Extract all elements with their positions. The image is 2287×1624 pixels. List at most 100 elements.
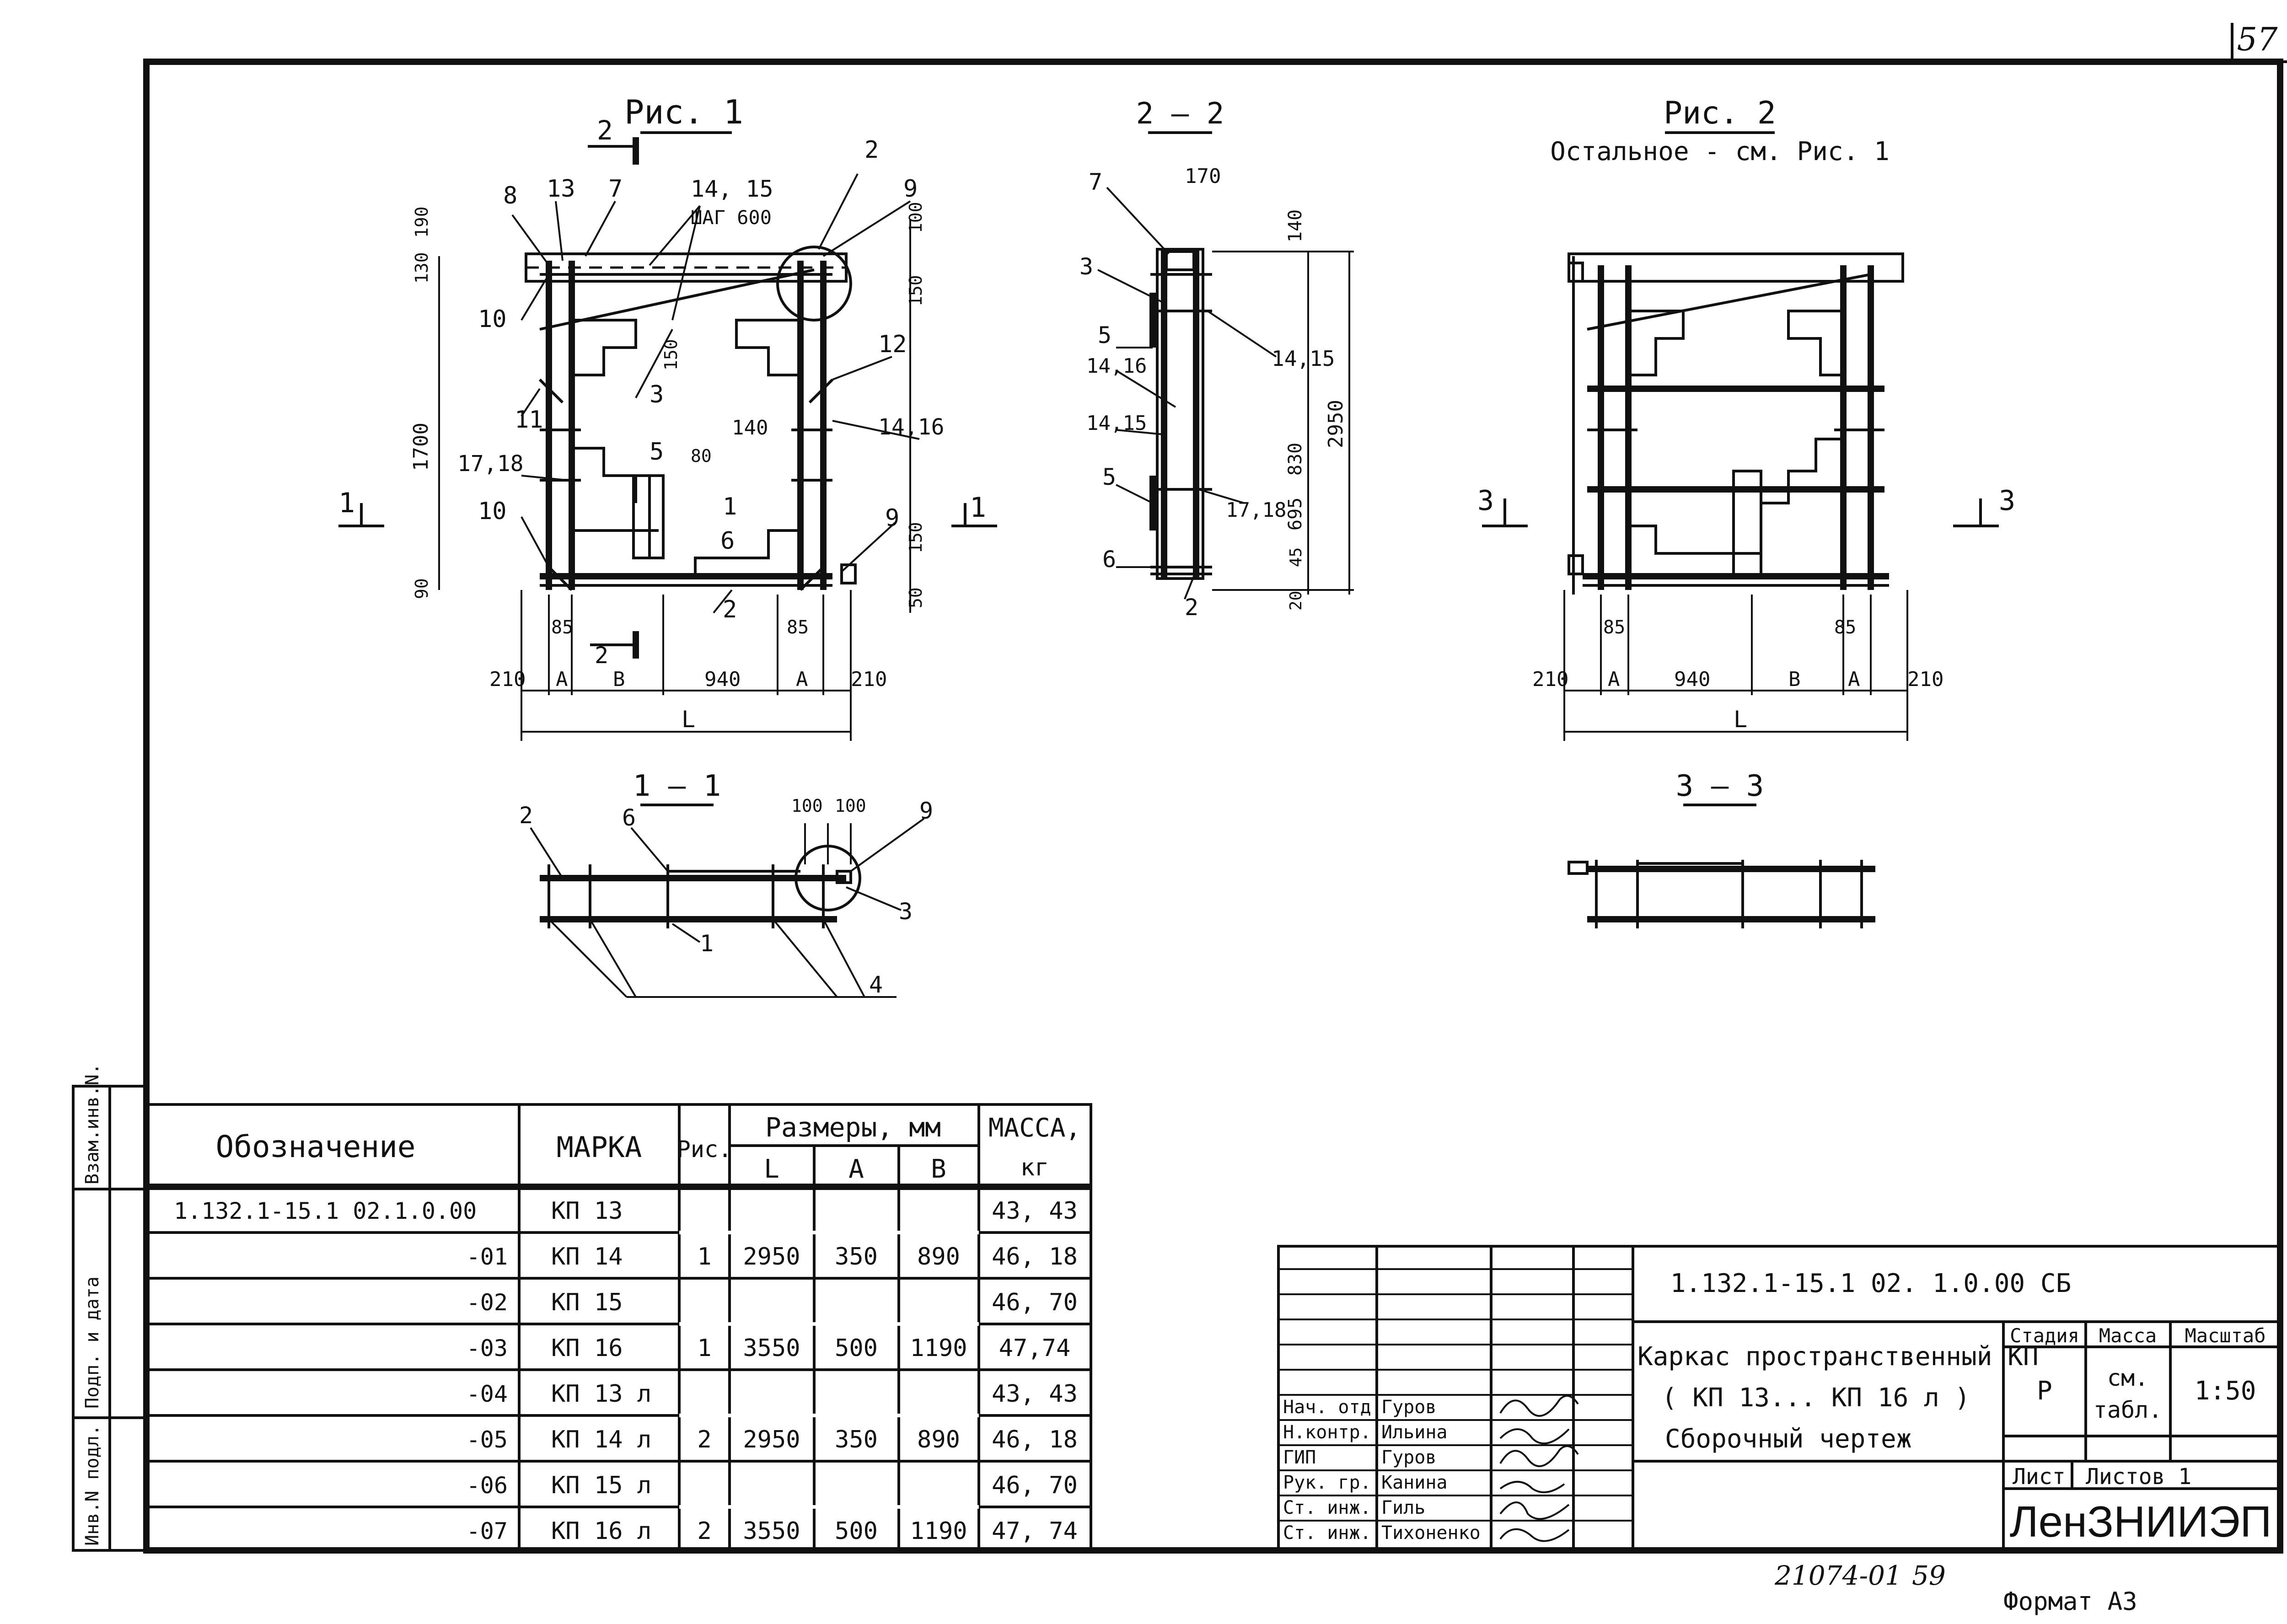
fig1-title: Рис. 1 <box>624 93 743 131</box>
spec-group-3-b: 890 <box>917 1426 960 1453</box>
fig1-section-mark: 2 <box>597 115 613 146</box>
spec-row-8-mark: КП 16 л <box>551 1517 651 1545</box>
sec11-dim-100b: 100 <box>835 796 866 816</box>
section-1-1: 1 — 1 2 6 9 3 1 4 100 100 <box>519 769 933 998</box>
title-line-1: Каркас пространственный КП <box>1637 1342 2039 1372</box>
sec11-callout-1: 1 <box>700 930 714 957</box>
side-stamp-inv-orig: Инв.N подл. <box>82 1425 103 1546</box>
sec22-callout-2: 2 <box>1185 594 1198 621</box>
spec-row-2-designation: -01 <box>467 1243 508 1270</box>
sec22-callout-3: 3 <box>1079 253 1093 280</box>
title-line-2: ( КП 13... КП 16 л ) <box>1662 1383 1970 1413</box>
stage-label: Стадия <box>2010 1324 2079 1347</box>
sec22-callout-6: 6 <box>1102 546 1116 573</box>
spec-header-a: A <box>848 1154 864 1184</box>
spec-row-2-mass: 46, 18 <box>992 1243 1078 1270</box>
spec-header-mark: МАРКА <box>557 1131 642 1164</box>
staff-name-2: Ильина <box>1381 1422 1448 1443</box>
spec-header-mass-unit: кг <box>1020 1154 1049 1181</box>
fig2-dim-a: A <box>1608 668 1620 691</box>
spec-row-6-designation: -05 <box>467 1426 508 1453</box>
fig1-dim-90: 90 <box>412 578 432 599</box>
spec-group-3-a: 350 <box>835 1426 878 1453</box>
fig2-dim-total: L <box>1734 706 1747 733</box>
spec-group-3-fig: 2 <box>697 1426 711 1453</box>
doc-code: 1.132.1-15.1 02. 1.0.00 СБ <box>1670 1269 2072 1298</box>
sec22-callout-5: 5 <box>1098 322 1111 348</box>
fig1-callout-13: 13 <box>547 175 575 203</box>
spec-group-1-l: 2950 <box>743 1243 800 1270</box>
fig2-dim-940: 940 <box>1674 668 1710 691</box>
fig2-section-label-right: 3 <box>1999 485 2015 517</box>
spec-row-4-designation: -03 <box>467 1335 508 1361</box>
sec33-title: 3 — 3 <box>1676 769 1764 803</box>
sheet-frame <box>143 23 2287 1554</box>
spec-group-2-fig: 1 <box>697 1335 711 1362</box>
fig2-subtitle: Остальное - см. Рис. 1 <box>1550 137 1890 166</box>
fig1-callout-8: 8 <box>503 182 517 209</box>
fig1-callout-2b: 2 <box>723 596 737 623</box>
fig1-callout-5: 5 <box>650 438 664 466</box>
fig1-dim-total: L <box>682 706 695 733</box>
side-stamp-replace-inv: Взам.инв.N. <box>82 1063 103 1185</box>
mass-value-1: см. <box>2107 1365 2148 1391</box>
sec22-callout-17-18: 17,18 <box>1226 498 1286 522</box>
spec-group-2-a: 500 <box>835 1335 878 1362</box>
section-2-2: 2 — 2 7 170 3 5 14,16 14,15 5 6 2 14,15 <box>1079 97 1354 621</box>
spec-row-8-mass: 47, 74 <box>992 1517 1078 1545</box>
sec11-dim-100a: 100 <box>791 796 823 816</box>
fig1-callout-140: 140 <box>732 416 768 439</box>
fig1-dim-940: 940 <box>704 668 741 691</box>
fig1-dim-150-top: 150 <box>906 275 926 306</box>
spec-group-1-fig: 1 <box>697 1243 711 1270</box>
fig2-dim-b: B <box>1788 668 1801 691</box>
fig1-dim-100: 100 <box>906 202 926 233</box>
staff-role-1: Нач. отд. <box>1283 1397 1382 1418</box>
fig1-callout-17-18: 17,18 <box>457 451 524 477</box>
staff-name-4: Канина <box>1381 1472 1448 1493</box>
spec-row-5-designation: -04 <box>467 1381 508 1407</box>
spec-group-4-l: 3550 <box>743 1517 800 1545</box>
fig1-callout-7: 7 <box>608 175 623 203</box>
sheet-label: Лист <box>2013 1464 2066 1490</box>
sec11-callout-4: 4 <box>869 971 883 998</box>
fig2-view: Рис. 2 Остальное - см. Рис. 1 3 3 <box>1477 95 2015 741</box>
sec11-callout-9: 9 <box>919 798 933 824</box>
fig2-dim-a2: A <box>1848 668 1860 691</box>
staff-name-6: Тихоненко <box>1381 1522 1481 1544</box>
spec-row-1-mass: 43, 43 <box>992 1197 1078 1225</box>
spec-row-3-mass: 46, 70 <box>992 1289 1078 1316</box>
bottom-page: 59 <box>1912 1560 1946 1591</box>
sec22-dim-20: 20 <box>1287 591 1305 611</box>
staff-role-4: Рук. гр. <box>1283 1472 1371 1493</box>
section-3-3: 3 — 3 <box>1568 769 1875 928</box>
spec-row-8-designation: -07 <box>467 1518 508 1544</box>
fig1-dim-a2: A <box>796 668 808 691</box>
sec22-dim-140: 140 <box>1285 209 1306 242</box>
fig1-callout-9b: 9 <box>885 504 899 532</box>
spec-group-3-l: 2950 <box>743 1426 800 1453</box>
fig1-dim-210-right: 210 <box>851 668 887 691</box>
side-stamp-sign-date: Подп. и дата <box>82 1276 103 1409</box>
sec11-callout-6: 6 <box>622 804 636 831</box>
fig2-dim-85-right: 85 <box>1834 617 1856 638</box>
staff-role-3: ГИП <box>1283 1447 1316 1468</box>
fig1-dim-85-left: 85 <box>551 617 573 638</box>
sec11-title: 1 — 1 <box>633 769 721 803</box>
fig2-dim-210-right: 210 <box>1907 668 1943 691</box>
fig1-dim-150: 150 <box>906 522 926 553</box>
fig1-callout-2: 2 <box>864 136 879 164</box>
fig1-dim-130: 130 <box>412 252 432 284</box>
scale-value: 1:50 <box>2195 1376 2256 1406</box>
signature-marks <box>1499 1395 1579 1542</box>
fig1-callout-10: 10 <box>478 306 507 333</box>
spec-row-3-mark: КП 15 <box>551 1289 623 1316</box>
title-block: 1.132.1-15.1 02. 1.0.00 СБ Каркас простр… <box>1277 1245 2282 1552</box>
spec-group-4-fig: 2 <box>697 1517 711 1545</box>
sec22-dim-830: 830 <box>1285 443 1306 476</box>
sec22-dim-2950: 2950 <box>1324 400 1348 448</box>
spec-header-l: L <box>764 1154 779 1184</box>
fig1-section-label-right: 1 <box>970 492 986 524</box>
fig1-view: Рис. 1 2 <box>338 93 997 741</box>
sec11-callout-3: 3 <box>899 898 913 925</box>
